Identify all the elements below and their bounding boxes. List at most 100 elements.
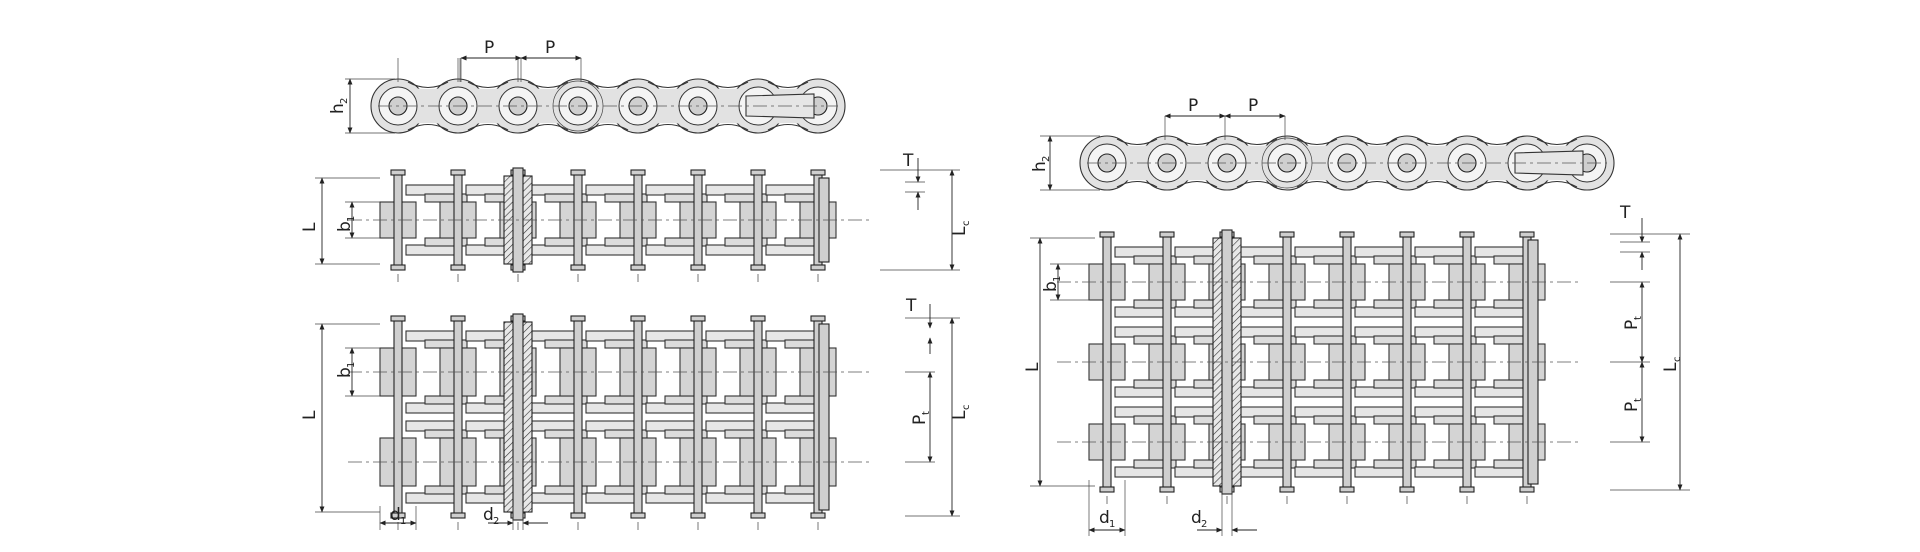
- waist-top-edge: [1476, 138, 1518, 146]
- pin-head: [570, 169, 586, 176]
- label-b1-simplex-text: b: [335, 221, 355, 232]
- label-Pt-duplex-text: P: [910, 415, 930, 425]
- pin-head: [570, 264, 586, 271]
- pin-head: [1279, 231, 1295, 238]
- label-L-simplex: L: [300, 222, 320, 232]
- pin-shaft: [633, 319, 643, 515]
- waist-top-edge: [1536, 138, 1578, 146]
- pin-head: [810, 512, 826, 519]
- section-pin: [512, 313, 524, 521]
- label-d1-right-sub: 1: [1109, 519, 1115, 530]
- label-h2-right: h2: [1030, 156, 1052, 172]
- pin-head: [630, 315, 646, 322]
- pin-shaft: [453, 319, 463, 515]
- label-pitch-left-2: P: [545, 38, 555, 58]
- label-pitch-right-1: P: [1188, 96, 1198, 116]
- pin-head: [450, 315, 466, 322]
- pin-head: [630, 512, 646, 519]
- label-L-duplex-text: L: [300, 410, 320, 420]
- waist-top-edge: [767, 81, 809, 89]
- waist-top-edge: [587, 81, 629, 89]
- pin-head: [750, 512, 766, 519]
- left-duplex-top-view: [348, 313, 872, 530]
- label-b1-simplex-sub: 1: [346, 216, 357, 222]
- pin-head: [570, 512, 586, 519]
- label-d2-left-sub: 2: [493, 516, 499, 527]
- pin-head: [450, 169, 466, 176]
- pin-head: [1459, 486, 1475, 493]
- pin-head: [750, 315, 766, 322]
- label-Lc-triplex: Lc: [1661, 357, 1683, 373]
- pin-head: [810, 315, 826, 322]
- waist-bottom-edge: [1236, 180, 1278, 188]
- pin-head: [1159, 486, 1175, 493]
- label-pitch-left-2-text: P: [545, 38, 555, 58]
- label-d1-left-text: d: [390, 505, 401, 525]
- waist-bottom-edge: [1416, 180, 1458, 188]
- label-Lc-duplex-text: L: [950, 410, 970, 420]
- waist-top-edge: [407, 81, 449, 89]
- right-side-view: [1079, 135, 1615, 191]
- label-Lc-duplex: Lc: [950, 405, 972, 421]
- label-h2-right-text: h: [1030, 161, 1050, 172]
- label-d2-left-text: d: [483, 505, 494, 525]
- label-pitch-right-1-text: P: [1188, 96, 1198, 116]
- waist-bottom-edge: [407, 123, 449, 131]
- label-Pt-duplex: Pt: [910, 411, 932, 425]
- pin-head: [390, 169, 406, 176]
- label-h2-left: h2: [328, 98, 350, 114]
- label-pitch-left-1-text: P: [484, 38, 494, 58]
- label-d2-right-sub: 2: [1201, 519, 1207, 530]
- label-L-simplex-text: L: [300, 222, 320, 232]
- left-simplex-top-view: [348, 167, 872, 282]
- pin-head: [1159, 231, 1175, 238]
- waist-bottom-edge: [587, 123, 629, 131]
- waist-bottom-edge: [1476, 180, 1518, 188]
- label-T-triplex-text: T: [1619, 203, 1631, 223]
- label-T-duplex: T: [905, 296, 917, 316]
- waist-bottom-edge: [1356, 180, 1398, 188]
- label-d1-left-sub: 1: [400, 516, 406, 527]
- pin-head: [630, 169, 646, 176]
- end-pin: [818, 323, 830, 511]
- pin-shaft: [573, 319, 583, 515]
- pin-head: [450, 264, 466, 271]
- label-h2-left-sub: 2: [339, 98, 350, 104]
- pin-head: [750, 169, 766, 176]
- pin-head: [1399, 231, 1415, 238]
- label-T-duplex-text: T: [905, 296, 917, 316]
- label-h2-right-sub: 2: [1041, 156, 1052, 162]
- label-Pt-triplex-2: Pt: [1622, 398, 1644, 412]
- label-h2-left-text: h: [328, 103, 348, 114]
- label-d2-right-text: d: [1191, 508, 1202, 528]
- label-pitch-left-1: P: [484, 38, 494, 58]
- pin-head: [390, 264, 406, 271]
- pin-head: [690, 315, 706, 322]
- waist-top-edge: [707, 81, 749, 89]
- pin-head: [1099, 486, 1115, 493]
- pin-head: [1459, 231, 1475, 238]
- pin-head: [390, 512, 406, 519]
- label-L-triplex-text: L: [1023, 362, 1043, 372]
- label-b1-triplex-sub: 1: [1052, 276, 1063, 282]
- waist-top-edge: [467, 81, 509, 89]
- waist-top-edge: [647, 81, 689, 89]
- label-d1-right-text: d: [1099, 508, 1110, 528]
- pin-head: [690, 512, 706, 519]
- label-T-triplex: T: [1619, 203, 1631, 223]
- label-Lc-triplex-sub: c: [1672, 357, 1683, 363]
- waist-top-edge: [1116, 138, 1158, 146]
- pin-head: [750, 264, 766, 271]
- pin-shaft: [693, 319, 703, 515]
- label-L-triplex: L: [1023, 362, 1043, 372]
- label-b1-simplex: b1: [335, 216, 357, 232]
- pin-head: [1399, 486, 1415, 493]
- pin-head: [390, 315, 406, 322]
- label-b1-duplex-sub: 1: [346, 362, 357, 368]
- pin-head: [1519, 486, 1535, 493]
